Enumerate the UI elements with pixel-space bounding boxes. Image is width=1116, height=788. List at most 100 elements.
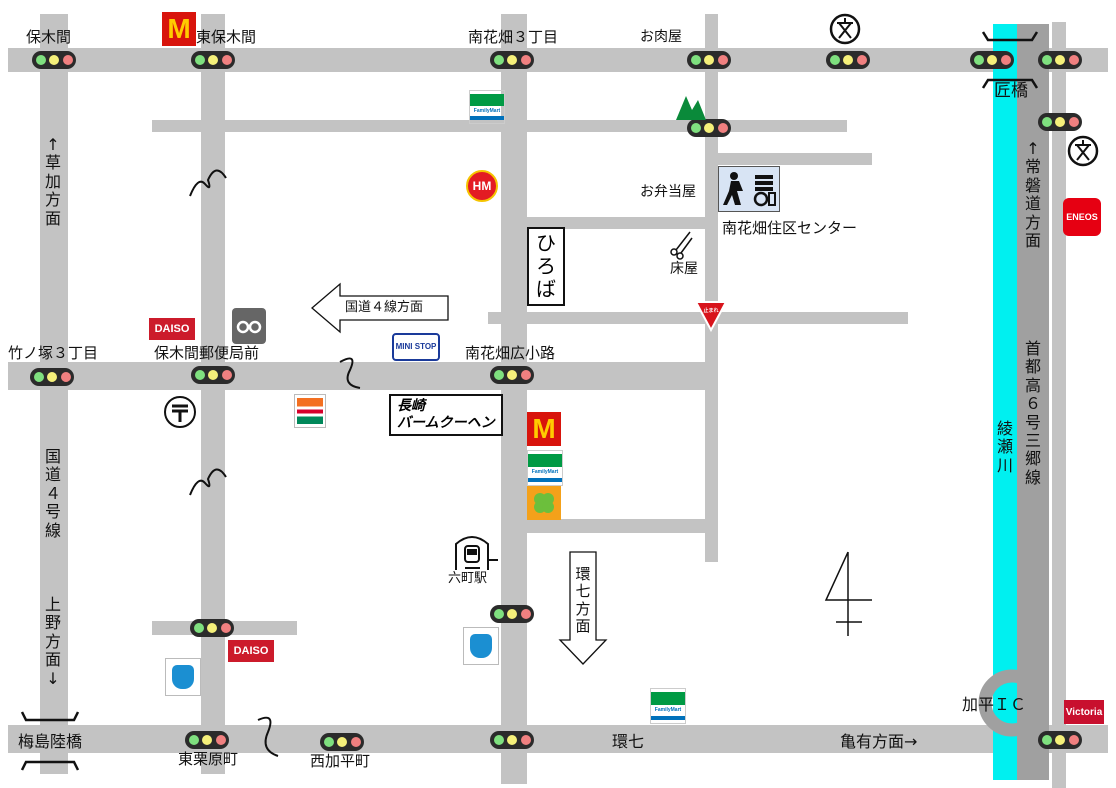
river-ayase <box>993 24 1017 780</box>
road-vertical-2 <box>201 14 225 774</box>
familymart-text: FamilyMart <box>473 108 501 114</box>
traffic-light-icon <box>490 366 534 384</box>
label-kahei-ic: 加平ＩＣ <box>962 695 1027 714</box>
north-arrow-icon <box>824 551 872 636</box>
label-shuto6: 首都高６号三郷線 <box>1024 339 1041 487</box>
sign-hiroba: ひろば <box>527 227 565 306</box>
label-kannana: 環七 <box>612 732 645 751</box>
traffic-light-icon <box>320 733 364 751</box>
station-icon <box>452 532 500 574</box>
community-center-icon <box>718 166 780 212</box>
traffic-light-icon <box>191 366 235 384</box>
label-minamihanahata-3: 南花畑３丁目 <box>468 28 559 46</box>
road-kannana <box>8 725 1108 753</box>
traffic-light-icon <box>1038 51 1082 69</box>
label-ueno-direction: 上野方面↓ <box>44 595 61 688</box>
glasses-shop-icon <box>232 308 266 344</box>
sign-nagasaki-baumkuchen: 長崎 バームクーヘン <box>389 394 503 436</box>
road-top-horizontal <box>8 48 1108 72</box>
road-vertical-right <box>1052 22 1066 788</box>
traffic-light-icon <box>190 619 234 637</box>
break-mark-4 <box>257 716 279 757</box>
sign-baumkuchen-line2: バームクーヘン <box>397 414 495 431</box>
familymart-text: FamilyMart <box>654 707 682 713</box>
break-mark-1 <box>189 169 227 197</box>
label-ayase-river: 綾瀬川 <box>996 419 1013 475</box>
label-tokoya: 床屋 <box>670 261 698 277</box>
sign-baumkuchen-line1: 長崎 <box>397 398 425 414</box>
label-higashi-hokima: 東保木間 <box>196 28 257 46</box>
road-secondary-1 <box>152 120 847 132</box>
lawson-logo <box>165 658 201 696</box>
label-obento: お弁当屋 <box>640 184 696 200</box>
takumi-bridge-bottom <box>981 78 1039 89</box>
label-joban-direction: ↑常磐道方面 <box>1024 139 1041 250</box>
familymart-logo: FamilyMart <box>650 688 686 724</box>
label-higashi-kurihara: 東栗原町 <box>178 750 239 768</box>
seven-eleven-logo <box>294 394 326 428</box>
label-hokima: 保木間 <box>26 28 72 46</box>
traffic-light-icon <box>490 605 534 623</box>
barber-icon <box>668 228 694 260</box>
victoria-logo: Victoria <box>1064 700 1104 724</box>
umejima-bridge-bottom <box>20 760 80 771</box>
traffic-light-icon <box>32 51 76 69</box>
break-mark-2 <box>189 468 227 496</box>
expressway-shuto6 <box>1017 24 1049 780</box>
clover-logo <box>527 486 561 520</box>
traffic-light-icon <box>490 731 534 749</box>
road-network <box>8 14 1108 788</box>
hm-logo: HM <box>466 170 498 202</box>
familymart-text: FamilyMart <box>531 469 559 475</box>
takumi-bridge-top <box>981 31 1039 42</box>
traffic-light-icon <box>490 51 534 69</box>
familymart-logo: FamilyMart <box>469 90 505 124</box>
label-center: 南花畑住区センター <box>722 219 858 237</box>
road-break-marks <box>189 169 361 757</box>
traffic-light-icon <box>687 119 731 137</box>
label-takumi-bridge: 匠橋 <box>994 81 1028 101</box>
label-kannana-arrow: 環七方面 <box>575 565 591 635</box>
label-hokima-post: 保木間郵便局前 <box>154 344 260 362</box>
mcdonalds-logo: M <box>527 412 561 446</box>
ministop-logo: MINI STOP <box>392 333 440 361</box>
road-kokudo4 <box>40 14 68 774</box>
traffic-light-icon <box>30 368 74 386</box>
label-takenotsuka: 竹ノ塚３丁目 <box>8 344 99 362</box>
kahei-ic-ring <box>978 669 1046 737</box>
kokudo-arrow-shape <box>311 282 449 334</box>
traffic-light-icon <box>687 51 731 69</box>
road-secondary-2 <box>717 153 872 165</box>
label-minamihanahata-hirokoji: 南花畑広小路 <box>465 344 556 362</box>
post-office-icon <box>163 395 197 429</box>
road-vertical-3 <box>501 14 527 784</box>
stop-sign-icon: 止まれ <box>694 300 728 332</box>
road-secondary-4 <box>488 312 908 324</box>
traffic-light-icon <box>1038 113 1082 131</box>
kannana-arrow-shape <box>558 551 608 665</box>
road-vertical-4 <box>705 14 718 562</box>
road-middle-horizontal <box>8 362 718 390</box>
label-kameari: 亀有方面→ <box>840 732 918 751</box>
label-umejima: 梅島陸橋 <box>18 732 83 751</box>
daiso-logo: DAISO <box>228 640 274 662</box>
label-rokucho-station: 六町駅 <box>448 571 488 586</box>
traffic-light-icon <box>1038 731 1082 749</box>
ja-logo <box>672 92 708 122</box>
label-oniku: お肉屋 <box>640 29 682 45</box>
umejima-bridge-top <box>20 711 80 722</box>
label-nishi-kahei: 西加平町 <box>310 752 371 770</box>
traffic-light-icon <box>970 51 1014 69</box>
road-secondary-5 <box>515 519 713 533</box>
break-mark-3 <box>339 357 361 389</box>
traffic-light-icon <box>826 51 870 69</box>
road-secondary-3 <box>515 217 713 229</box>
label-kokudo4: 国道４号線 <box>44 447 61 540</box>
daiso-logo: DAISO <box>149 318 195 340</box>
traffic-light-icon <box>191 51 235 69</box>
school-icon <box>1066 134 1100 168</box>
school-icon <box>828 12 862 46</box>
traffic-light-icon <box>185 731 229 749</box>
familymart-logo: FamilyMart <box>527 450 563 486</box>
